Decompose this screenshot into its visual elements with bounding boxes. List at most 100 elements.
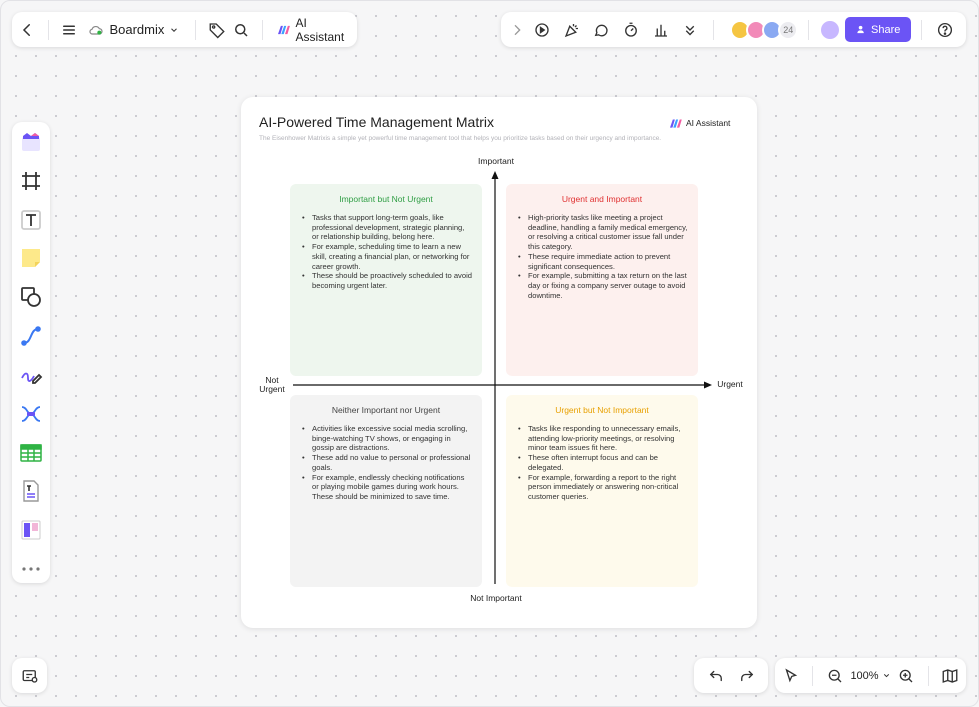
tag-icon xyxy=(209,22,225,38)
history-toolbar xyxy=(694,658,768,693)
mindmap-tool[interactable] xyxy=(18,400,44,428)
ai-logo-icon xyxy=(278,25,291,34)
zoom-in-button[interactable] xyxy=(897,663,916,689)
top-left-toolbar: Boardmix AI Assistant xyxy=(12,12,357,47)
timer-button[interactable] xyxy=(618,17,644,43)
chevron-down-icon xyxy=(171,27,178,32)
zoom-in-icon xyxy=(899,669,913,682)
tag-button[interactable] xyxy=(208,17,226,43)
current-user-avatar[interactable] xyxy=(819,18,842,41)
board-settings-button[interactable] xyxy=(17,663,43,689)
zoom-out-icon xyxy=(828,669,842,682)
chevron-left-icon xyxy=(22,23,30,36)
axis-label-important: Important xyxy=(478,156,514,166)
ai-logo-icon xyxy=(670,118,682,128)
frame-icon xyxy=(22,171,40,190)
search-button[interactable] xyxy=(232,17,250,43)
vertical-axis-arrow xyxy=(491,171,499,179)
table-tool[interactable] xyxy=(18,439,44,467)
map-icon xyxy=(942,668,958,683)
axis-label-urgent: Urgent xyxy=(717,379,743,389)
frame-tool[interactable] xyxy=(18,167,44,195)
kanban-tool[interactable] xyxy=(18,516,44,544)
present-button[interactable] xyxy=(529,17,555,43)
divider xyxy=(713,19,715,40)
divider xyxy=(808,19,810,40)
card-subtitle: The Eisenhower Matrixis a simple yet pow… xyxy=(259,135,662,142)
axis-label-not-urgent-line1: Not xyxy=(265,375,279,385)
divider xyxy=(812,665,814,686)
more-tools-button[interactable] xyxy=(678,17,704,43)
search-icon xyxy=(234,23,248,37)
list-item: These should be proactively scheduled to… xyxy=(300,271,472,290)
chevron-right-icon xyxy=(514,24,521,35)
top-right-toolbar: 24 Share xyxy=(501,12,966,47)
hamburger-menu-icon xyxy=(63,25,76,34)
list-item: These require immediate action to preven… xyxy=(516,252,688,271)
kanban-icon xyxy=(21,520,41,540)
back-button[interactable] xyxy=(18,17,36,43)
list-item: Tasks that support long-term goals, like… xyxy=(300,213,472,242)
list-item: These add no value to personal or profes… xyxy=(300,453,472,472)
pen-tool[interactable] xyxy=(18,361,44,389)
list-item: For example, forwarding a report to the … xyxy=(516,473,688,502)
help-button[interactable] xyxy=(932,17,958,43)
more-icon xyxy=(22,567,40,571)
party-popper-icon xyxy=(564,23,578,37)
ai-assistant-button[interactable]: AI Assistant xyxy=(274,16,351,44)
collapse-toolbar-button[interactable] xyxy=(509,17,525,43)
connector-icon xyxy=(21,326,41,346)
axis-label-not-urgent: Not Urgent xyxy=(254,375,290,395)
mindmap-icon xyxy=(21,405,41,422)
collaborator-count: 24 xyxy=(778,19,799,40)
quadrant-list: High-priority tasks like meeting a proje… xyxy=(516,213,688,300)
divider xyxy=(927,665,929,686)
quadrant-urgent-not-important[interactable]: Urgent but Not Important Tasks like resp… xyxy=(506,395,698,587)
vote-button[interactable] xyxy=(648,17,674,43)
sticky-note-tool[interactable] xyxy=(18,244,44,272)
celebrate-button[interactable] xyxy=(559,17,585,43)
list-item: For example, endlessly checking notifica… xyxy=(300,473,472,502)
connector-tool[interactable] xyxy=(18,322,44,350)
minimap-button[interactable] xyxy=(941,663,960,689)
more-tools-button[interactable] xyxy=(18,555,44,583)
zoom-level-dropdown[interactable]: 100% xyxy=(850,670,890,682)
text-tool[interactable] xyxy=(18,206,44,234)
redo-icon xyxy=(740,670,753,681)
quadrant-list: Activities like excessive social media s… xyxy=(300,424,472,502)
matrix-card[interactable]: AI-Powered Time Management Matrix The Ei… xyxy=(241,97,757,628)
collaborators[interactable]: 24 xyxy=(730,19,799,40)
share-button[interactable]: Share xyxy=(845,17,912,42)
select-tool-button[interactable] xyxy=(781,663,800,689)
board-name-dropdown[interactable]: Boardmix xyxy=(84,22,183,37)
list-item: Activities like excessive social media s… xyxy=(300,424,472,453)
card-title: AI-Powered Time Management Matrix xyxy=(259,114,494,130)
timer-icon xyxy=(625,22,637,37)
quadrant-list: Tasks that support long-term goals, like… xyxy=(300,213,472,291)
document-tool[interactable] xyxy=(18,477,44,505)
bar-chart-icon xyxy=(654,24,667,37)
quadrant-neither[interactable]: Neither Important nor Urgent Activities … xyxy=(290,395,482,587)
redo-button[interactable] xyxy=(734,663,760,689)
zoom-toolbar: 100% xyxy=(775,658,966,693)
quadrant-list: Tasks like responding to unnecessary ema… xyxy=(516,424,688,502)
cursor-icon xyxy=(784,668,797,682)
card-ai-label: AI Assistant xyxy=(686,118,731,128)
templates-icon xyxy=(22,132,40,151)
shapes-tool[interactable] xyxy=(18,283,44,311)
quadrant-urgent-important[interactable]: Urgent and Important High-priority tasks… xyxy=(506,184,698,376)
cloud-icon xyxy=(89,25,104,35)
list-item: For example, scheduling time to learn a … xyxy=(300,242,472,271)
comment-button[interactable] xyxy=(588,17,614,43)
quadrant-important-not-urgent[interactable]: Important but Not Urgent Tasks that supp… xyxy=(290,184,482,376)
document-icon xyxy=(23,480,39,503)
quadrant-title: Important but Not Urgent xyxy=(339,194,433,204)
double-chevron-down-icon xyxy=(686,25,695,35)
zoom-out-button[interactable] xyxy=(825,663,844,689)
undo-icon xyxy=(709,670,722,681)
list-item: These often interrupt focus and can be d… xyxy=(516,453,688,472)
templates-button[interactable] xyxy=(18,128,44,156)
list-item: Tasks like responding to unnecessary ema… xyxy=(516,424,688,453)
menu-button[interactable] xyxy=(60,17,78,43)
undo-button[interactable] xyxy=(703,663,729,689)
